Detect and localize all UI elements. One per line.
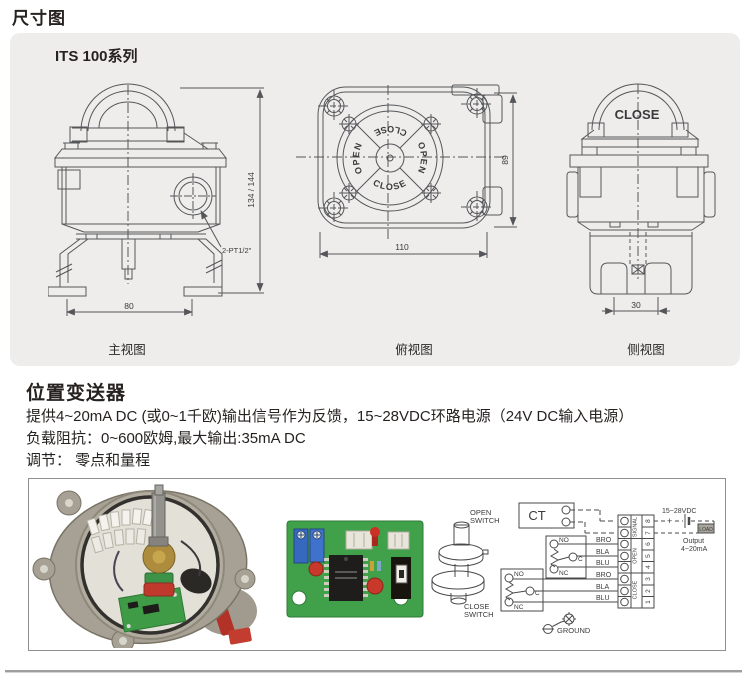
front-view-label: 主视图 bbox=[108, 343, 146, 357]
terminal-group-label: OPEN bbox=[633, 548, 639, 564]
terminal-number: 1 bbox=[645, 600, 652, 604]
close-wires bbox=[513, 578, 618, 603]
side-view-label: 侧视图 bbox=[627, 343, 665, 357]
dial-open-left: OPEN bbox=[351, 141, 364, 176]
ic-chip bbox=[324, 555, 368, 601]
terminal-number: 6 bbox=[645, 542, 652, 546]
top-view-label: 俯视图 bbox=[395, 343, 433, 357]
terminal-number: 7 bbox=[645, 531, 652, 535]
trimmer-potentiometers bbox=[293, 528, 325, 564]
plus-sign: + bbox=[667, 516, 672, 526]
indicator-dial bbox=[336, 104, 444, 212]
side-view-drawing: CLOSE 30 bbox=[566, 83, 716, 315]
wire-label: BRO bbox=[596, 572, 612, 579]
side-bracket-outline bbox=[589, 232, 693, 295]
terminal-group-label: SIGNAL bbox=[633, 517, 639, 537]
conduit-label: 2-PT1/2" bbox=[222, 246, 252, 255]
output-label-2: 4~20mA bbox=[681, 546, 708, 553]
close-switch-label-2: SWITCH bbox=[464, 610, 494, 619]
conduit-entry-circle bbox=[173, 176, 213, 216]
transmitter-figure-panel: OPEN SWITCH CLOSE SWITCH CT NO C NC NO C… bbox=[28, 478, 726, 651]
terminal-strip bbox=[617, 514, 655, 609]
front-height-dim: 134 / 144 bbox=[246, 172, 256, 208]
internal-pcb bbox=[118, 587, 187, 633]
supply-label: 15~28VDC bbox=[662, 508, 696, 515]
description-line: 提供4~20mA DC (或0~1千欧)输出信号作为反馈，15~28VDC环路电… bbox=[26, 408, 634, 425]
top-view-drawing: CLOSE CLOSE OPEN OPEN 110 89 bbox=[296, 84, 517, 258]
front-width-dim: 80 bbox=[124, 301, 134, 311]
open-switch-label-2: SWITCH bbox=[470, 516, 500, 525]
terminal-number: 4 bbox=[645, 565, 652, 569]
side-dome-text: CLOSE bbox=[615, 107, 660, 122]
side-bolt-dim: 30 bbox=[631, 300, 641, 310]
transmitter-pcb-photo bbox=[269, 501, 436, 646]
terminal-number: 3 bbox=[645, 577, 652, 581]
dome-outline bbox=[80, 83, 176, 132]
description-line: 负载阻抗：0~600欧姆,最大输出:35mA DC bbox=[26, 430, 306, 447]
supply-loop bbox=[654, 514, 715, 534]
wire-label: BLU bbox=[596, 560, 610, 567]
top-depth-dim: 89 bbox=[500, 155, 510, 165]
wire-label: BRO bbox=[596, 537, 612, 544]
terminal-number: 5 bbox=[645, 554, 652, 558]
terminal-number: 2 bbox=[645, 589, 652, 593]
conduit-leader-line bbox=[200, 210, 222, 248]
output-label-1: Output bbox=[683, 538, 704, 545]
ct-label: CT bbox=[528, 508, 545, 523]
wire-label: BLU bbox=[596, 595, 610, 602]
transmitter-description: 提供4~20mA DC (或0~1千欧)输出信号作为反馈，15~28VDC环路电… bbox=[26, 406, 633, 472]
dimension-panel: ITS 100系列 bbox=[10, 33, 740, 366]
description-line: 调节： 零点和量程 bbox=[26, 452, 151, 469]
series-label: ITS 100系列 bbox=[55, 48, 138, 65]
dial-open-right: OPEN bbox=[416, 141, 430, 176]
slide-switch bbox=[391, 557, 411, 599]
body-outline bbox=[61, 166, 221, 225]
bracket-right-leg bbox=[197, 238, 223, 287]
bracket-left-leg bbox=[59, 238, 89, 287]
side-dome-outline bbox=[591, 83, 685, 131]
open-wires bbox=[558, 543, 618, 568]
wiring-diagram: OPEN SWITCH CLOSE SWITCH CT NO C NC NO C… bbox=[431, 502, 715, 635]
close-switch-label-1: CLOSE bbox=[464, 602, 489, 611]
dial-close-bottom: CLOSE bbox=[372, 177, 409, 191]
open-c-label: C bbox=[578, 556, 583, 563]
side-body-outline bbox=[577, 166, 705, 223]
front-view-drawing: 134 / 144 80 2-PT1/2" bbox=[48, 83, 264, 316]
close-c-label: C bbox=[535, 590, 540, 597]
led bbox=[370, 527, 380, 537]
ct-box bbox=[518, 502, 575, 529]
dial-close-top: CLOSE bbox=[372, 124, 409, 138]
cam-shaft bbox=[431, 521, 489, 605]
close-nc-label: NC bbox=[514, 604, 524, 611]
load-label: LOAD bbox=[699, 527, 713, 533]
open-switch-label-1: OPEN bbox=[470, 508, 491, 517]
open-nc-label: NC bbox=[559, 570, 569, 577]
internal-components-photo bbox=[31, 481, 261, 648]
close-no-label: NO bbox=[514, 571, 524, 578]
section-title-dimensions: 尺寸图 bbox=[12, 9, 66, 28]
footer-divider bbox=[5, 670, 742, 673]
wire-label: BLA bbox=[596, 549, 610, 556]
ground-label: GROUND bbox=[557, 626, 591, 635]
wire-label: BLA bbox=[596, 584, 610, 591]
terminal-group-label: CLOSE bbox=[633, 580, 639, 599]
housing-outline bbox=[317, 86, 491, 229]
ground-symbol bbox=[542, 612, 576, 634]
terminal-blocks bbox=[86, 508, 154, 554]
section-title-transmitter: 位置变送器 bbox=[26, 383, 127, 404]
open-switch-contact-box bbox=[545, 535, 587, 579]
top-width-dim: 110 bbox=[395, 242, 409, 252]
terminal-number: 8 bbox=[645, 519, 652, 523]
open-no-label: NO bbox=[559, 537, 569, 544]
